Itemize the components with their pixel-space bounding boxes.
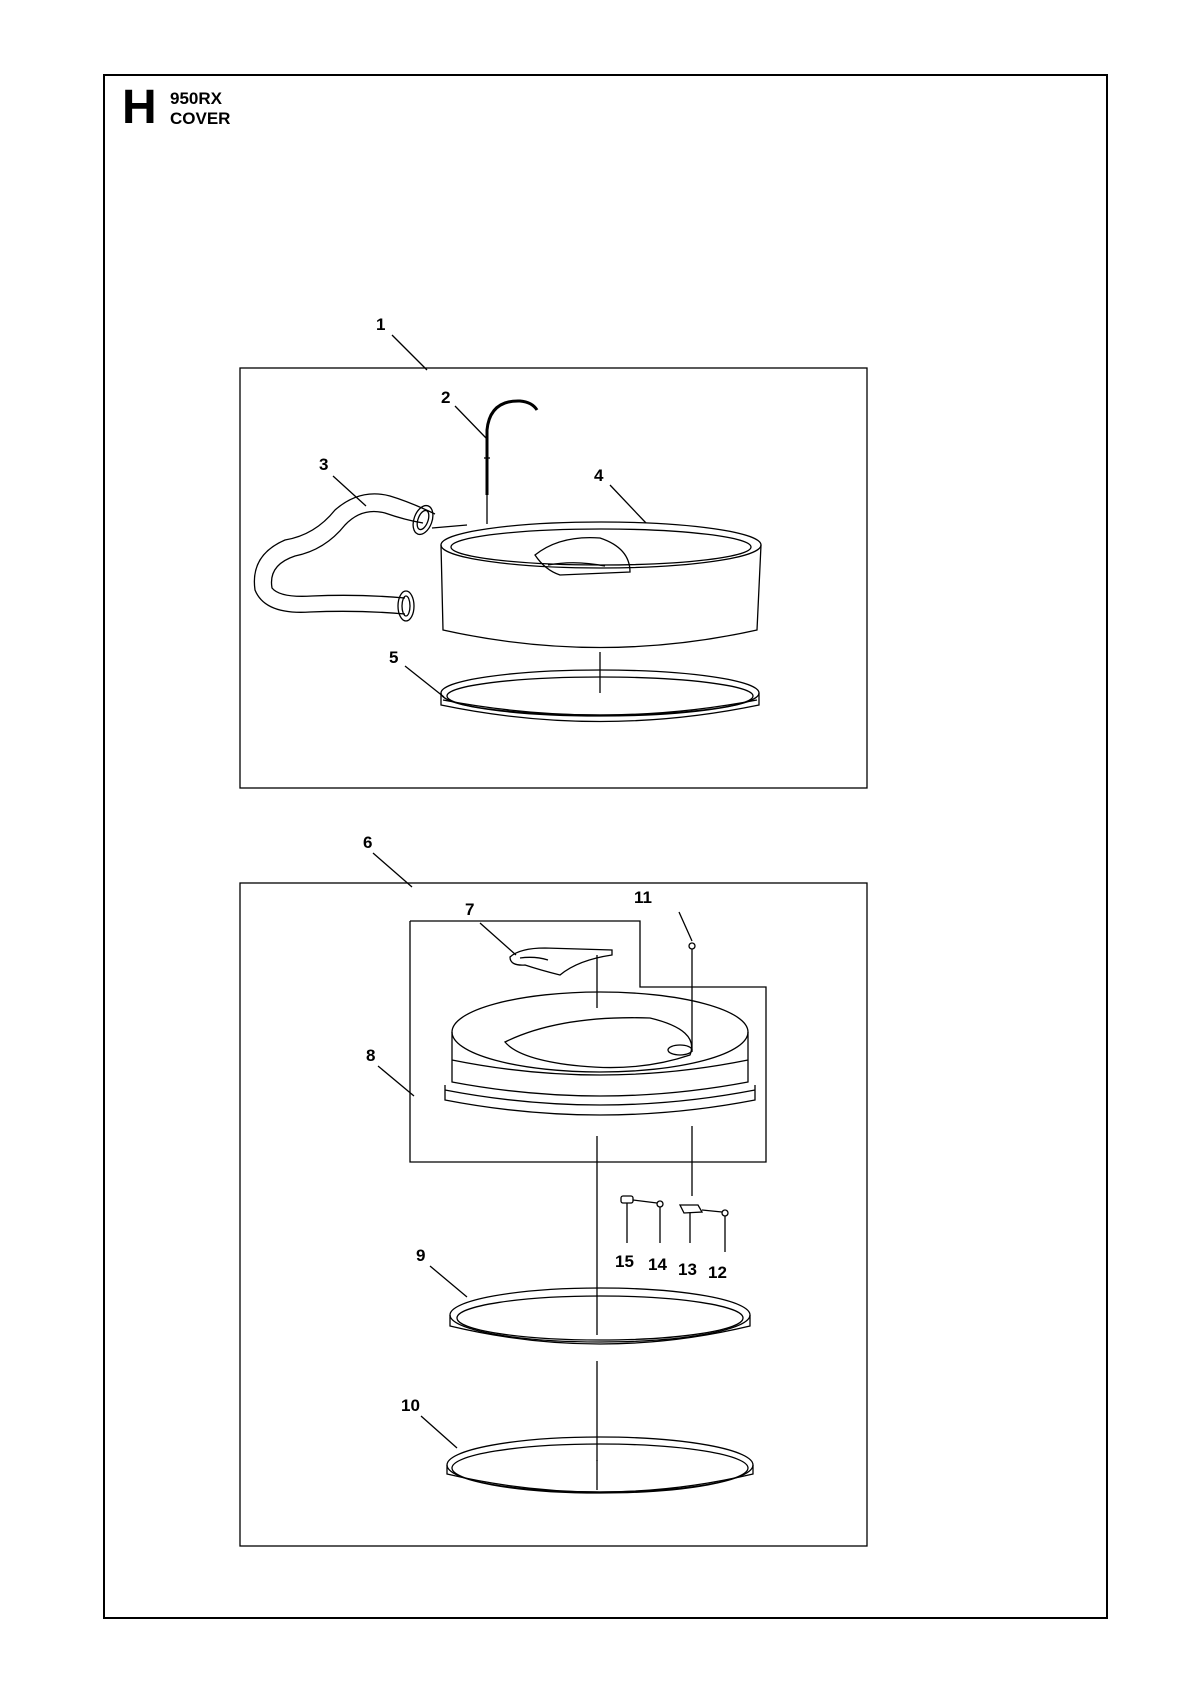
callout-6: 6 bbox=[363, 833, 372, 852]
parts-12-15-hardware bbox=[620, 1195, 729, 1252]
part-8-base bbox=[444, 991, 756, 1335]
callout-5: 5 bbox=[389, 648, 398, 667]
callout-1: 1 bbox=[376, 315, 385, 334]
callout-7: 7 bbox=[465, 900, 474, 919]
part-3-hose bbox=[253, 493, 468, 622]
assembly-box-1 bbox=[239, 367, 868, 789]
callout-9: 9 bbox=[416, 1246, 425, 1265]
callout-11: 11 bbox=[634, 888, 652, 907]
callout-2: 2 bbox=[441, 388, 450, 407]
model-label: 950RX bbox=[170, 89, 222, 108]
callout-8: 8 bbox=[366, 1046, 375, 1065]
part-7-clip bbox=[509, 947, 613, 1008]
part-4-cover bbox=[440, 521, 762, 649]
callout-14: 14 bbox=[648, 1255, 667, 1274]
callout-4: 4 bbox=[594, 466, 604, 485]
section-letter: H bbox=[122, 81, 157, 134]
part-2-wire bbox=[484, 399, 539, 524]
callout-3: 3 bbox=[319, 455, 328, 474]
part-9-ring bbox=[449, 1287, 751, 1461]
page-frame bbox=[103, 74, 1108, 1619]
subassembly-box-8 bbox=[409, 920, 767, 1163]
assembly-box-6 bbox=[239, 882, 868, 1547]
callout-15: 15 bbox=[615, 1252, 634, 1271]
part-11-screw bbox=[688, 942, 696, 1052]
section-name: COVER bbox=[170, 109, 231, 128]
part-10-seal bbox=[446, 1436, 754, 1494]
callout-12: 12 bbox=[708, 1263, 727, 1282]
part-5-gasket bbox=[440, 652, 760, 723]
leader-lines bbox=[332, 334, 693, 1449]
callout-10: 10 bbox=[401, 1396, 420, 1415]
callout-13: 13 bbox=[678, 1260, 697, 1279]
